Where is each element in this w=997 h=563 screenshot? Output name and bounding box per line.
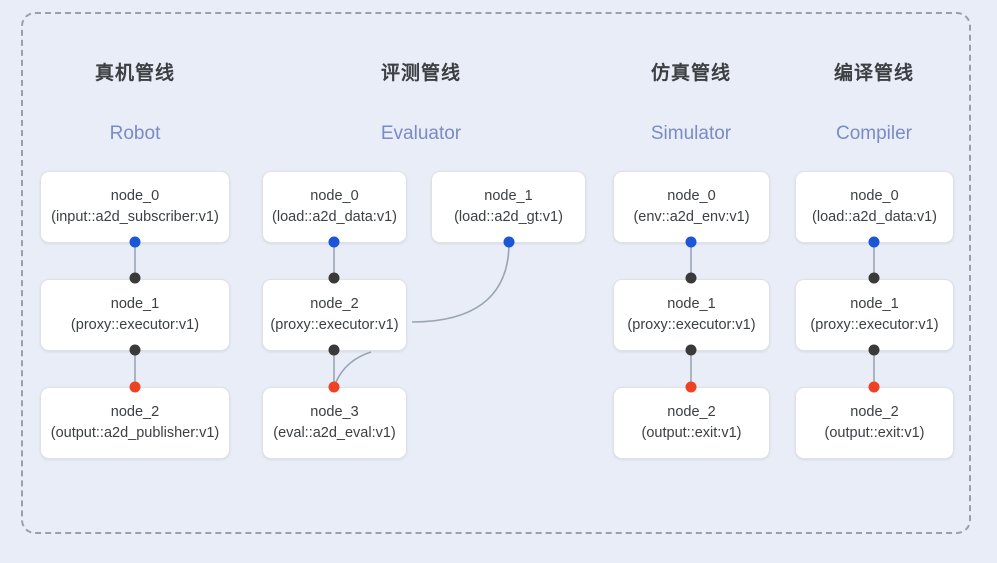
node-type: (proxy::executor:v1): [70, 317, 200, 333]
port-out-evaluator-executor[interactable]: [328, 344, 340, 356]
pipeline-group-frame: [21, 12, 971, 534]
port-in-compiler-1[interactable]: [868, 272, 880, 284]
node-compiler-2[interactable]: node_2 (output::exit:v1): [795, 387, 954, 459]
node-type: (load::a2d_data:v1): [812, 209, 937, 225]
node-evaluator-gt[interactable]: node_1 (load::a2d_gt:v1): [431, 171, 586, 243]
node-evaluator-0[interactable]: node_0 (load::a2d_data:v1): [262, 171, 407, 243]
node-name: node_1: [850, 296, 899, 312]
node-robot-1[interactable]: node_1 (proxy::executor:v1): [40, 279, 230, 351]
port-out-robot-1[interactable]: [129, 344, 141, 356]
node-evaluator-executor[interactable]: node_2 (proxy::executor:v1): [262, 279, 407, 351]
port-output-robot-2[interactable]: [129, 381, 141, 393]
node-type: (proxy::executor:v1): [627, 317, 756, 333]
node-name: node_2: [667, 404, 716, 420]
port-in-simulator-1[interactable]: [685, 272, 697, 284]
port-input-compiler-0[interactable]: [868, 236, 880, 248]
port-out-compiler-1[interactable]: [868, 344, 880, 356]
node-type: (eval::a2d_eval:v1): [273, 425, 396, 441]
node-type: (input::a2d_subscriber:v1): [51, 209, 219, 225]
node-name: node_1: [110, 296, 160, 312]
port-in-robot-1[interactable]: [129, 272, 141, 284]
node-name: node_2: [850, 404, 899, 420]
node-robot-0[interactable]: node_0 (input::a2d_subscriber:v1): [40, 171, 230, 243]
port-input-evaluator-gt[interactable]: [503, 236, 515, 248]
node-name: node_2: [110, 404, 160, 420]
node-name: node_0: [310, 188, 359, 204]
port-output-compiler-2[interactable]: [868, 381, 880, 393]
node-name: node_0: [667, 188, 716, 204]
node-name: node_2: [310, 296, 359, 312]
port-input-evaluator-0[interactable]: [328, 236, 340, 248]
node-type: (output::exit:v1): [641, 425, 742, 441]
port-output-simulator-2[interactable]: [685, 381, 697, 393]
node-compiler-1[interactable]: node_1 (proxy::executor:v1): [795, 279, 954, 351]
node-name: node_1: [667, 296, 716, 312]
node-simulator-2[interactable]: node_2 (output::exit:v1): [613, 387, 770, 459]
node-name: node_1: [484, 188, 533, 204]
node-type: (env::a2d_env:v1): [633, 209, 750, 225]
node-evaluator-eval[interactable]: node_3 (eval::a2d_eval:v1): [262, 387, 407, 459]
node-type: (proxy::executor:v1): [810, 317, 939, 333]
port-input-simulator-0[interactable]: [685, 236, 697, 248]
node-type: (proxy::executor:v1): [270, 317, 399, 333]
node-name: node_3: [310, 404, 359, 420]
node-name: node_0: [850, 188, 899, 204]
port-out-simulator-1[interactable]: [685, 344, 697, 356]
node-name: node_0: [110, 188, 160, 204]
node-compiler-0[interactable]: node_0 (load::a2d_data:v1): [795, 171, 954, 243]
node-simulator-1[interactable]: node_1 (proxy::executor:v1): [613, 279, 770, 351]
node-simulator-0[interactable]: node_0 (env::a2d_env:v1): [613, 171, 770, 243]
node-type: (load::a2d_data:v1): [272, 209, 397, 225]
node-type: (output::exit:v1): [824, 425, 925, 441]
port-input-robot-0[interactable]: [129, 236, 141, 248]
node-type: (output::a2d_publisher:v1): [50, 425, 220, 441]
node-robot-2[interactable]: node_2 (output::a2d_publisher:v1): [40, 387, 230, 459]
node-type: (load::a2d_gt:v1): [454, 209, 563, 225]
port-output-evaluator-eval[interactable]: [328, 381, 340, 393]
port-in-evaluator-executor[interactable]: [328, 272, 340, 284]
